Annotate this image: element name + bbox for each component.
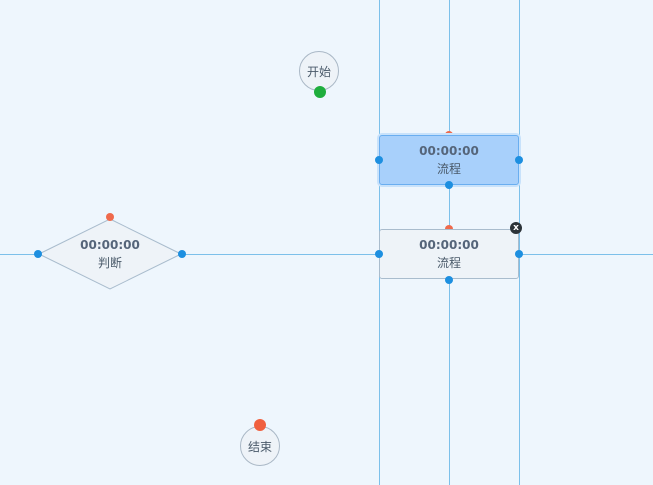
- delete-node-button[interactable]: x: [510, 222, 522, 234]
- process-bottom-right-anchor[interactable]: [515, 250, 523, 258]
- process-node[interactable]: 00:00:00 流程: [379, 229, 519, 279]
- process-node-time: 00:00:00: [419, 144, 479, 158]
- decision-node-label: 判断: [97, 256, 122, 270]
- decision-input-anchor[interactable]: [106, 213, 114, 221]
- process-top-right-anchor[interactable]: [515, 156, 523, 164]
- process-top-left-anchor[interactable]: [375, 156, 383, 164]
- process-node-label: 流程: [436, 256, 461, 270]
- decision-left-anchor[interactable]: [34, 250, 42, 258]
- decision-node-shape[interactable]: [38, 218, 182, 290]
- process-node-label: 流程: [436, 162, 461, 176]
- start-node-output-anchor[interactable]: [314, 86, 326, 98]
- decision-right-anchor[interactable]: [178, 250, 186, 258]
- end-node[interactable]: 结束: [240, 426, 280, 466]
- start-node-label: 开始: [306, 64, 331, 79]
- process-top-output-anchor[interactable]: [445, 181, 453, 189]
- guide-line-vertical-right: [519, 0, 520, 485]
- end-node-input-anchor[interactable]: [254, 419, 266, 431]
- process-bottom-left-anchor[interactable]: [375, 250, 383, 258]
- decision-node-time: 00:00:00: [80, 238, 140, 252]
- process-bottom-output-anchor[interactable]: [445, 276, 453, 284]
- start-node[interactable]: 开始: [299, 51, 339, 91]
- decision-node[interactable]: 00:00:00 判断: [38, 218, 182, 290]
- end-node-label: 结束: [247, 439, 272, 454]
- guide-line-horizontal: [0, 254, 653, 255]
- process-node-time: 00:00:00: [419, 238, 479, 252]
- process-node-selected[interactable]: 00:00:00 流程: [379, 135, 519, 185]
